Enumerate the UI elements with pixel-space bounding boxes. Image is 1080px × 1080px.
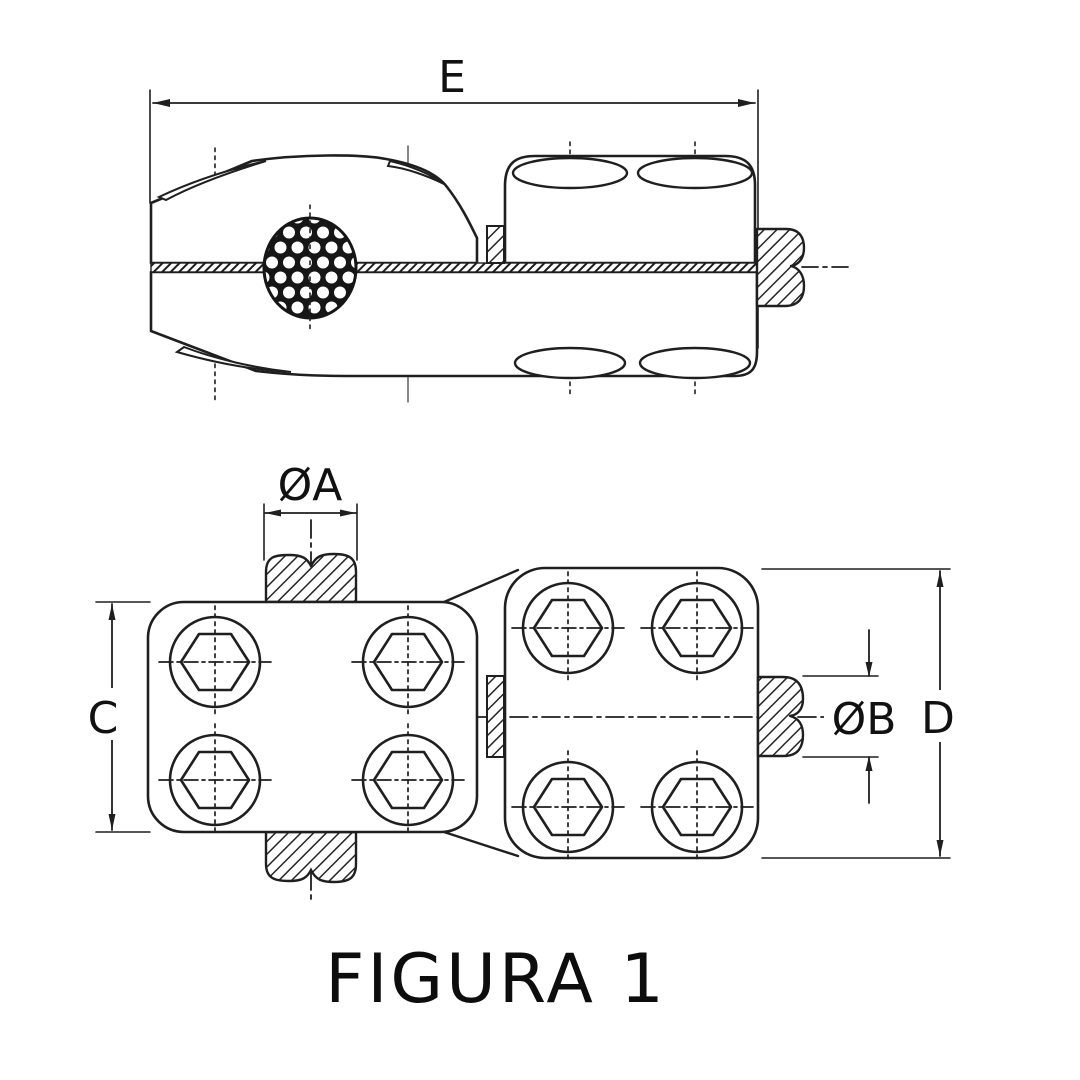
chamfer-highlight	[156, 160, 267, 202]
arrowhead	[865, 756, 873, 771]
conductor-cross-section	[262, 204, 358, 333]
arrowhead	[108, 814, 116, 830]
bolt-recess	[513, 346, 627, 380]
dimension-c: C	[82, 601, 151, 833]
left-clamp-body	[149, 154, 479, 265]
arrowhead	[738, 99, 755, 107]
dimension-dia-b: ØB	[802, 629, 906, 804]
chamfer-highlight	[386, 159, 445, 185]
arrowhead	[108, 604, 116, 620]
jaw-split-band	[150, 262, 758, 273]
arrowhead	[340, 509, 356, 517]
taper-line	[442, 568, 520, 604]
dim-label-dia-b: ØB	[832, 694, 897, 745]
arrowhead	[936, 840, 944, 856]
figure-caption: FIGURA 1	[325, 940, 667, 1019]
conductor-bottom	[264, 830, 358, 884]
taper-line	[442, 830, 520, 858]
stud-section	[755, 227, 806, 308]
arrowhead	[865, 662, 873, 677]
left-clamp-plan	[146, 600, 479, 834]
arrowhead	[936, 571, 944, 587]
side-view: E	[149, 52, 851, 403]
plan-view: ØA C	[82, 460, 964, 903]
bolt-recess	[511, 156, 629, 190]
chamfer-highlight	[174, 345, 292, 373]
bolt-recess	[638, 346, 752, 380]
stud-plan	[756, 675, 805, 758]
bolt-recess	[636, 156, 754, 190]
dimension-dia-a: ØA	[263, 460, 358, 561]
dimension-d: D	[761, 568, 964, 859]
dim-label-d: D	[921, 693, 955, 744]
arrowhead	[153, 99, 170, 107]
dim-label-dia-a: ØA	[278, 460, 343, 511]
conductor-top	[264, 552, 358, 604]
dim-label-e: E	[438, 52, 466, 103]
spacer-block	[486, 225, 505, 264]
spacer-block	[486, 675, 505, 758]
arrowhead	[265, 509, 281, 517]
dim-label-c: C	[88, 693, 119, 744]
dimension-e: E	[149, 52, 759, 349]
